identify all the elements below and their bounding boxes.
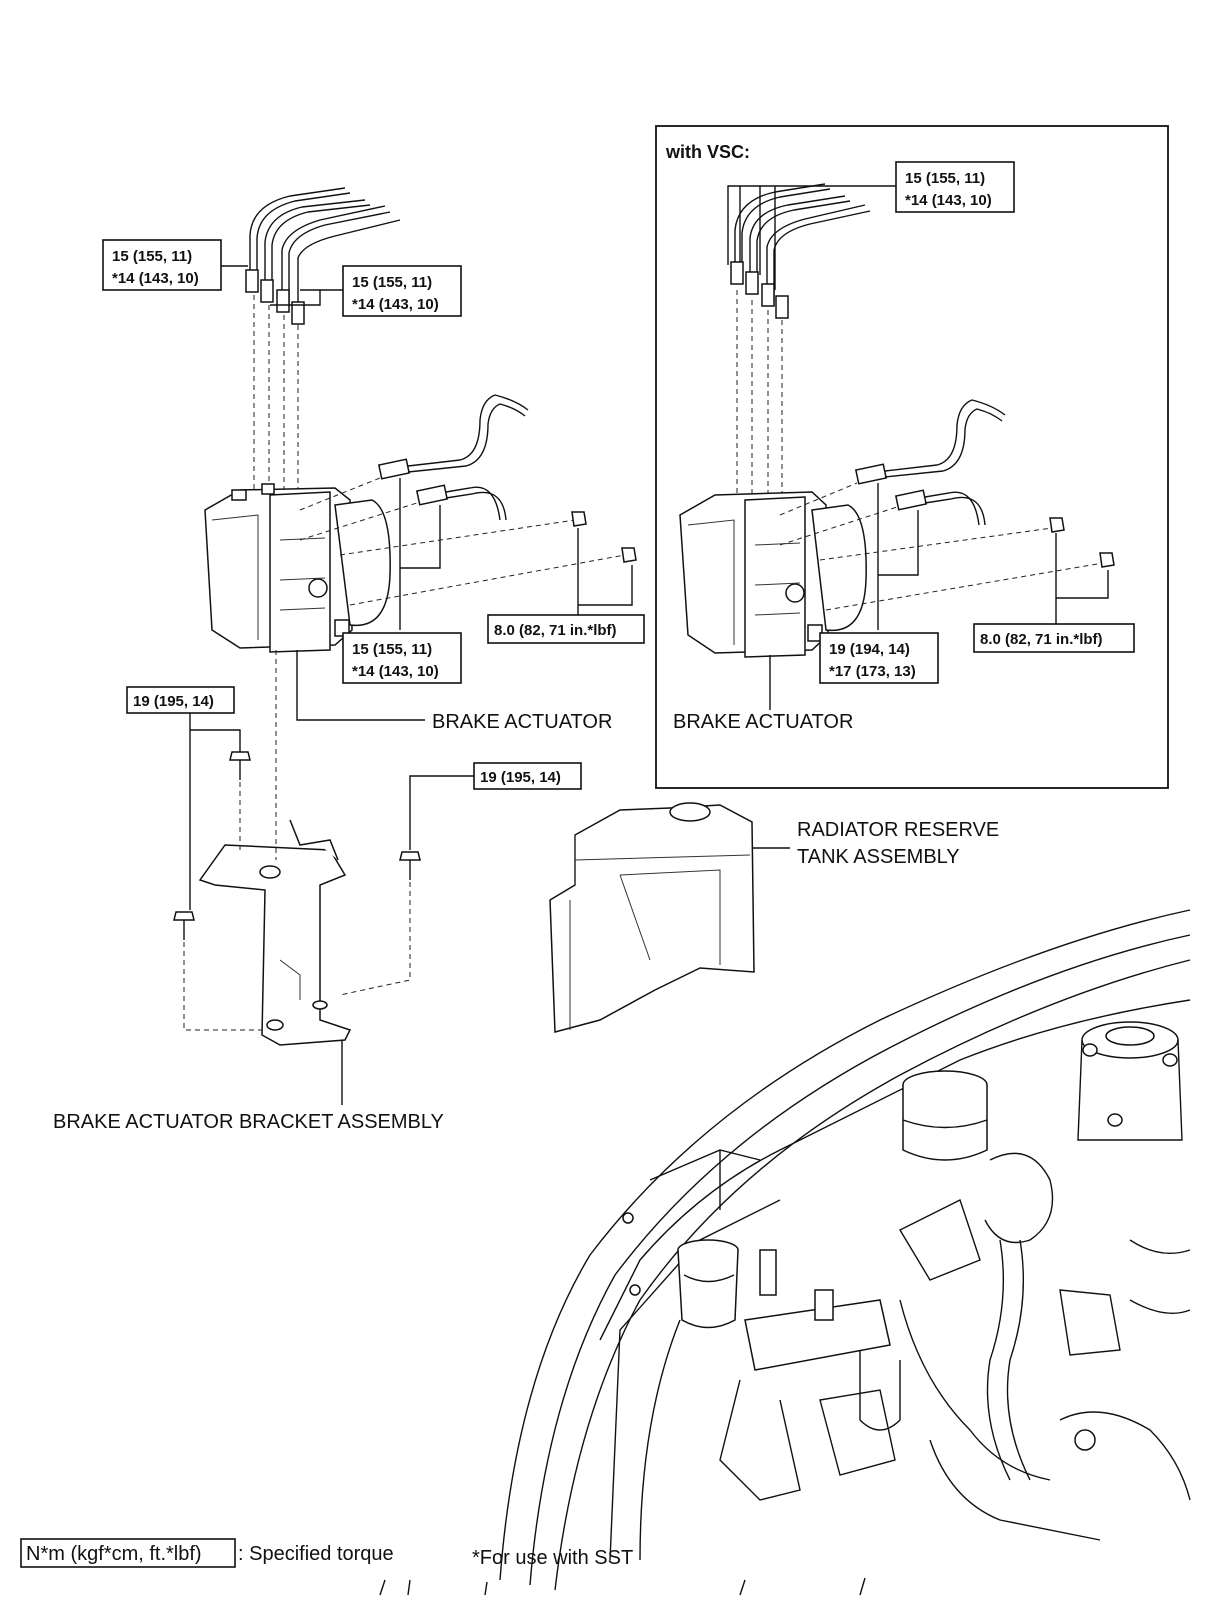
torque-callout-bracket-right[interactable]: 19 (195, 14)	[409, 762, 582, 850]
brake-lines-main	[245, 187, 401, 495]
torque-value: 8.0 (82, 71 in.*lbf)	[980, 631, 1103, 648]
engine-compartment	[379, 909, 1191, 1596]
torque-value-sst: *14 (143, 10)	[905, 192, 992, 209]
legend-unit-text: : Specified torque	[238, 1543, 394, 1565]
legend-unit-box: N*m (kgf*cm, ft.*lbf)	[26, 1543, 202, 1565]
torque-value: 19 (194, 14)	[829, 641, 910, 658]
brake-actuator-bracket	[198, 650, 352, 1046]
vsc-title: with VSC:	[665, 142, 750, 162]
torque-value: 15 (155, 11)	[905, 170, 985, 187]
bracket-bolts	[173, 751, 421, 1031]
side-lines-main	[299, 394, 637, 606]
svg-text:BRAKE ACTUATOR: BRAKE ACTUATOR	[432, 711, 612, 733]
legend-sst-note: *For use with SST	[472, 1547, 633, 1569]
torque-value-sst: *14 (143, 10)	[112, 270, 199, 287]
torque-callout-vsc-side[interactable]: 19 (194, 14) *17 (173, 13)	[819, 483, 939, 684]
vsc-inset: with VSC: 15 (155, 11) *14 (143, 10)	[655, 125, 1169, 789]
torque-callout-side-main[interactable]: 15 (155, 11) *14 (143, 10)	[342, 478, 462, 684]
brake-lines-vsc	[730, 183, 871, 495]
radiator-reserve-tank	[549, 802, 755, 1033]
brake-actuator-main	[204, 483, 391, 653]
brake-actuator-vsc	[679, 491, 867, 658]
svg-text:BRAKE ACTUATOR BRACKET ASSEMBL: BRAKE ACTUATOR BRACKET ASSEMBLY	[53, 1111, 444, 1133]
torque-value-sst: *17 (173, 13)	[829, 663, 916, 680]
legend: N*m (kgf*cm, ft.*lbf) : Specified torque…	[20, 1538, 633, 1569]
torque-callout-nuts-main[interactable]: 8.0 (82, 71 in.*lbf)	[487, 528, 645, 644]
label-brake-actuator-vsc: BRAKE ACTUATOR	[673, 655, 853, 733]
label-bracket: BRAKE ACTUATOR BRACKET ASSEMBLY	[53, 1040, 444, 1133]
svg-text:TANK ASSEMBLY: TANK ASSEMBLY	[797, 846, 960, 868]
torque-value: 15 (155, 11)	[352, 274, 432, 291]
torque-callout-lines-top-left[interactable]: 15 (155, 11) *14 (143, 10)	[102, 239, 248, 291]
torque-value: 19 (195, 14)	[480, 769, 561, 786]
torque-callout-bracket-left[interactable]: 19 (195, 14)	[126, 686, 241, 910]
label-brake-actuator-main: BRAKE ACTUATOR	[296, 650, 612, 733]
torque-callout-lines-top-right[interactable]: 15 (155, 11) *14 (143, 10)	[270, 265, 462, 317]
torque-value: 15 (155, 11)	[112, 248, 192, 265]
label-reserve-tank: RADIATOR RESERVE TANK ASSEMBLY	[752, 819, 999, 868]
torque-value-sst: *14 (143, 10)	[352, 296, 439, 313]
svg-text:BRAKE ACTUATOR: BRAKE ACTUATOR	[673, 711, 853, 733]
side-lines-vsc	[779, 399, 1115, 611]
svg-text:RADIATOR RESERVE: RADIATOR RESERVE	[797, 819, 999, 841]
torque-callout-vsc-top[interactable]: 15 (155, 11) *14 (143, 10)	[727, 161, 1015, 290]
torque-value: 19 (195, 14)	[133, 693, 214, 710]
torque-value: 15 (155, 11)	[352, 641, 432, 658]
torque-value: 8.0 (82, 71 in.*lbf)	[494, 622, 617, 639]
torque-value-sst: *14 (143, 10)	[352, 663, 439, 680]
torque-callout-vsc-nuts[interactable]: 8.0 (82, 71 in.*lbf)	[973, 533, 1135, 653]
